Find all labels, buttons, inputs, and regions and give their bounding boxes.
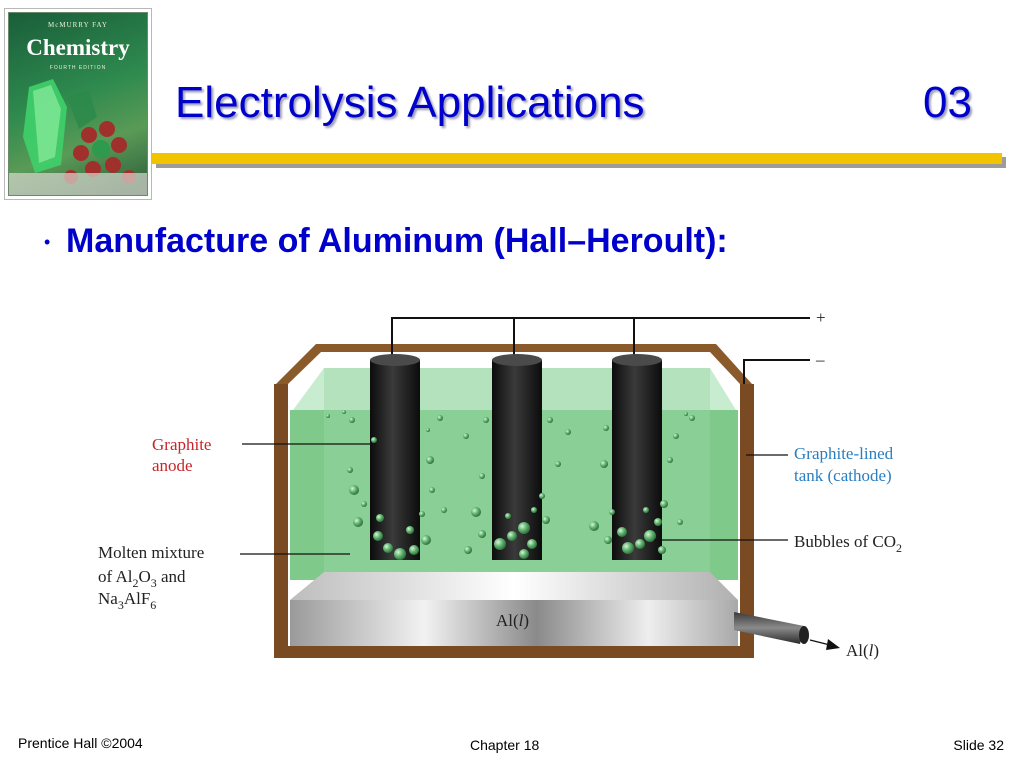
positive-terminal-label: + — [816, 308, 826, 327]
bullet-text: Manufacture of Aluminum (Hall–Heroult): — [66, 222, 728, 260]
slide-title-text: Electrolysis Applications — [175, 78, 645, 127]
aluminum-output-label: Al(l) — [846, 641, 879, 660]
aluminum-outlet-pipe — [734, 612, 809, 644]
title-underline-bar — [152, 153, 1002, 164]
tank-cathode-label-line1: Graphite-lined — [794, 444, 894, 463]
slide-title: Electrolysis Applications 03 — [175, 78, 975, 138]
slide-title-number: 03 — [923, 78, 972, 127]
book-cover-image: McMURRY FAY Chemistry FOURTH EDITION — [8, 12, 148, 196]
tank-cathode-label-line2: tank (cathode) — [794, 466, 892, 485]
footer-publisher: Prentice Hall ©2004 — [18, 735, 143, 751]
hall-heroult-cell-diagram: + – Graphite anode Graphite-lined tank (… — [98, 308, 902, 660]
electrical-wires — [391, 317, 810, 384]
co2-bubbles — [326, 410, 695, 560]
label-leader-lines — [240, 443, 788, 555]
graphite-anode-label-line1: Graphite — [152, 435, 211, 454]
molten-mixture-label-line2: of Al2O3 and — [98, 567, 186, 590]
bubbles-co2-label: Bubbles of CO2 — [794, 532, 902, 555]
cover-title: Chemistry — [26, 35, 130, 60]
cover-edition: FOURTH EDITION — [49, 65, 107, 71]
molten-mixture-label-line1: Molten mixture — [98, 543, 204, 562]
bullet-dot-icon: • — [44, 232, 51, 252]
output-arrow — [809, 639, 840, 650]
cover-authors: McMURRY FAY — [48, 21, 108, 29]
molten-aluminum-layer — [290, 572, 738, 646]
molten-mixture-label-line3: Na3AlF6 — [98, 589, 156, 612]
footer-slide-number: Slide 32 — [953, 737, 1004, 753]
aluminum-layer-label: Al(l) — [496, 611, 529, 630]
footer-chapter: Chapter 18 — [470, 737, 540, 753]
negative-terminal-label: – — [815, 350, 825, 369]
cover-crystal-art — [9, 79, 147, 195]
graphite-anode-label-line2: anode — [152, 456, 193, 475]
